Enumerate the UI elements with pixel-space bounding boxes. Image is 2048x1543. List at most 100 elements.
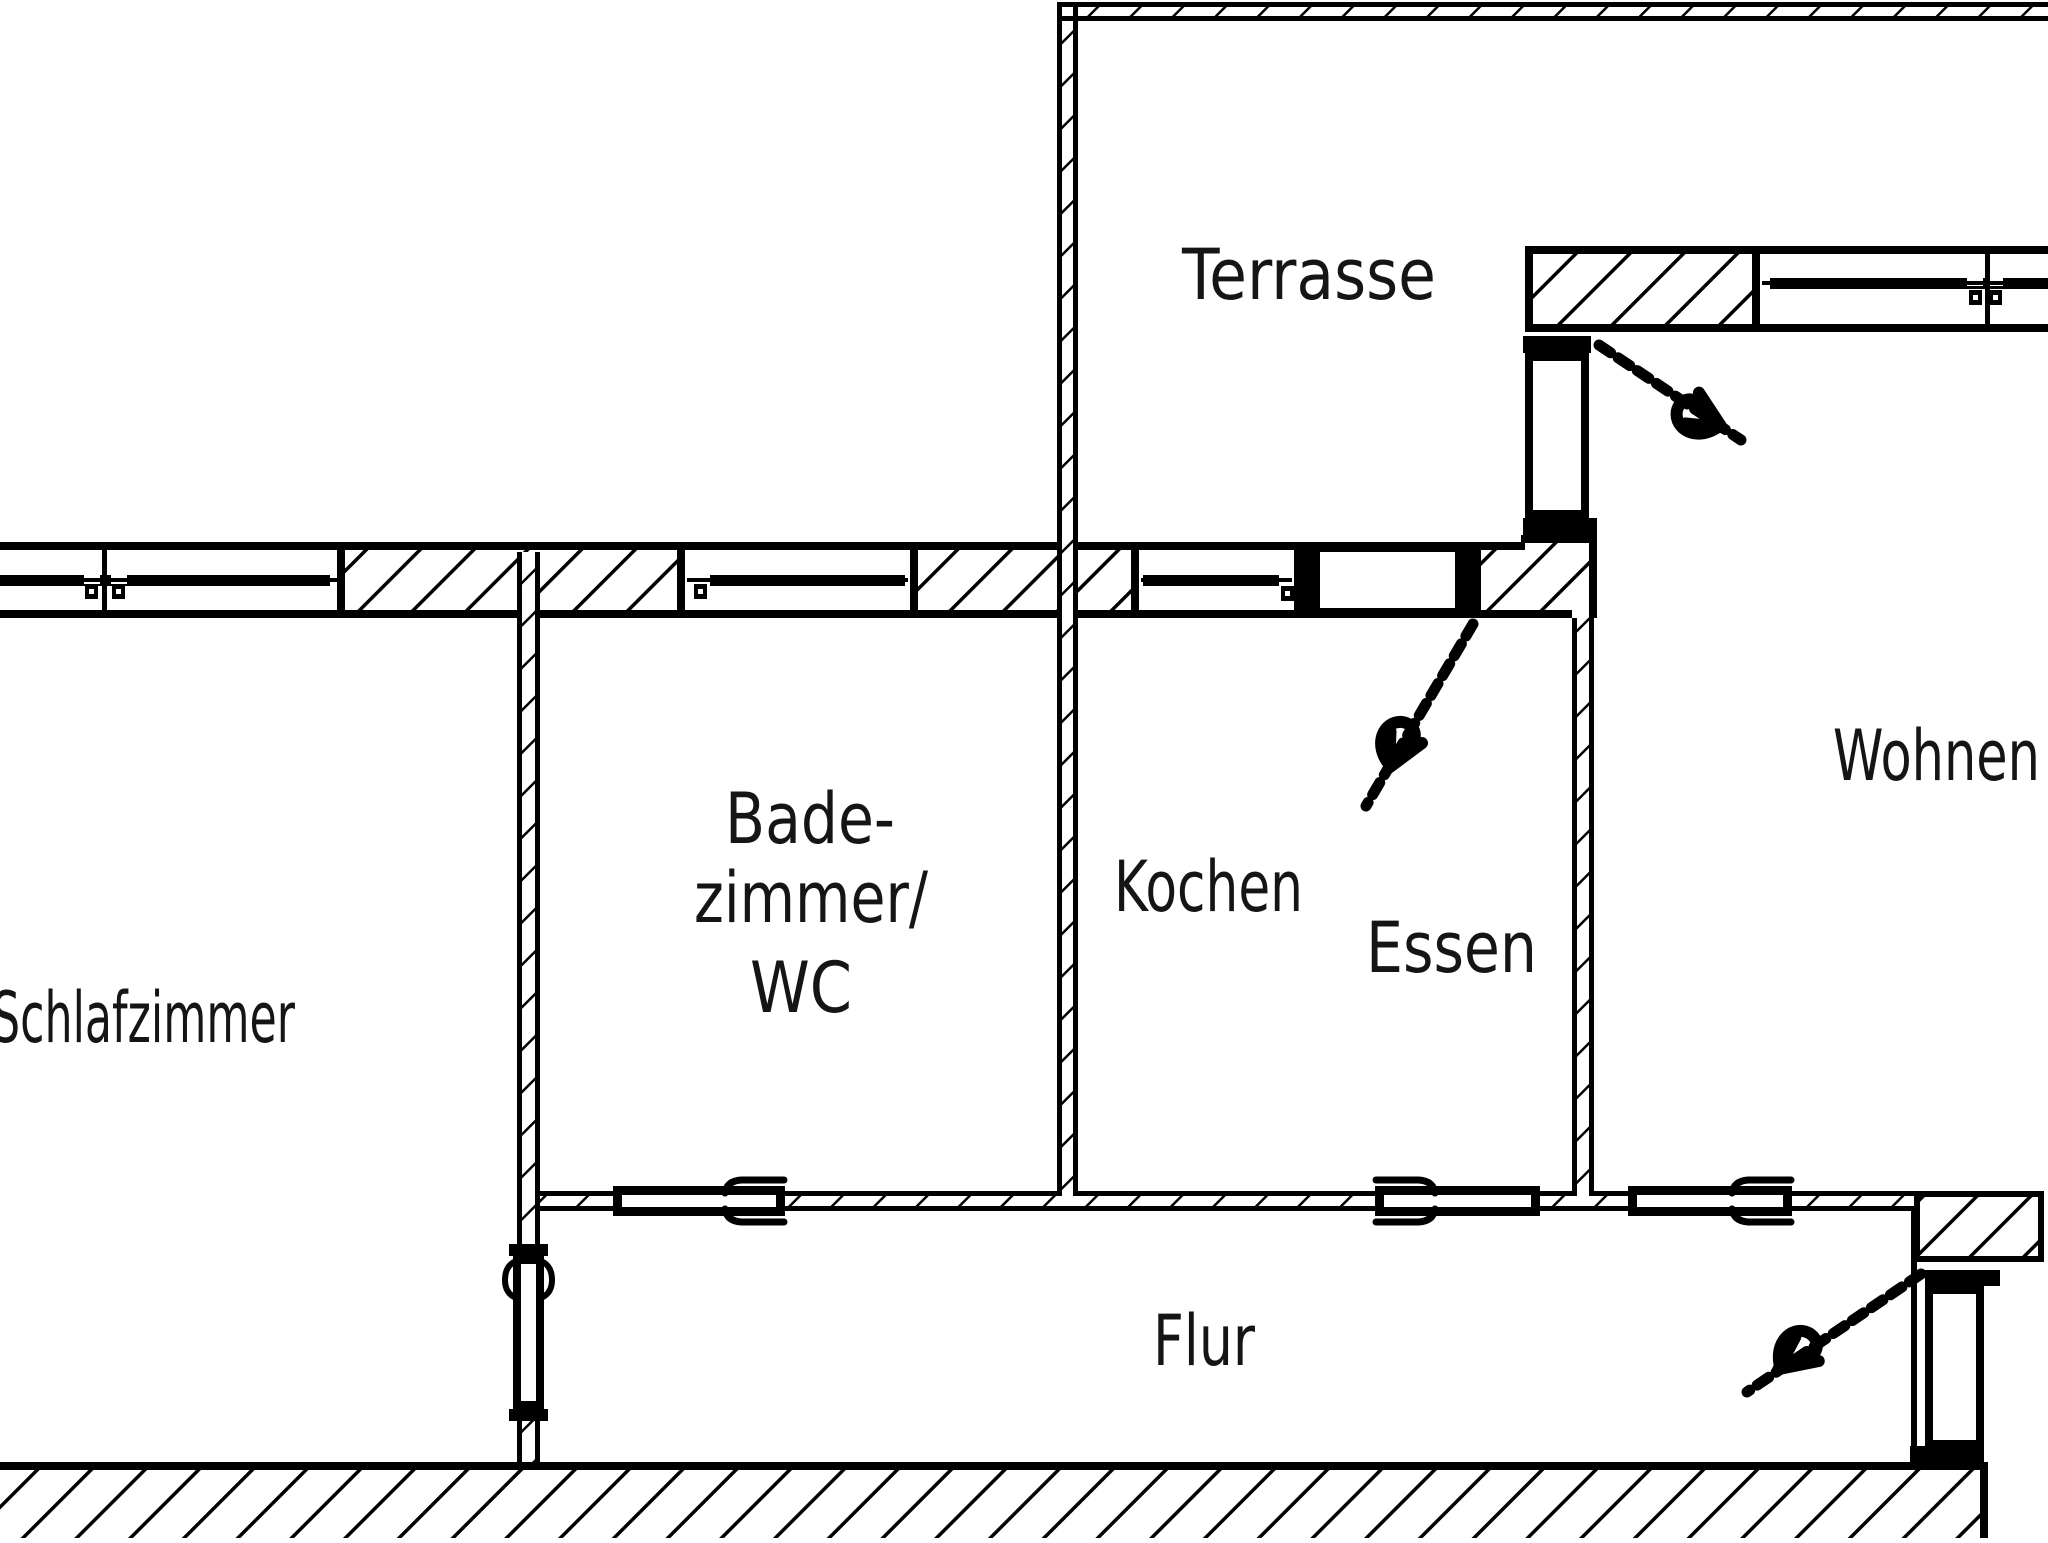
window-handle-core xyxy=(1973,295,1978,300)
wall-border-corner-right xyxy=(1589,535,1597,618)
wall-edge xyxy=(1057,2,2048,7)
door-swing-arrowhead xyxy=(1670,386,1728,440)
wall-edge xyxy=(1572,618,1577,1196)
door-leaf-bad xyxy=(613,1186,785,1216)
wall-edge xyxy=(1589,618,1594,1196)
wall-edge xyxy=(535,1420,540,1462)
door-post xyxy=(1302,542,1312,618)
window-frame xyxy=(677,610,918,618)
wall-border-south-top xyxy=(0,1462,1988,1470)
door-leaf-kochen xyxy=(1375,1186,1540,1216)
window-frame xyxy=(677,542,918,550)
door-leaf-schlafzimmer xyxy=(513,1256,544,1409)
wall-edge xyxy=(1057,2,1062,1196)
door-cap xyxy=(509,1244,548,1256)
wall-edge xyxy=(1073,2,1078,1196)
wall-edge xyxy=(1078,1191,1375,1196)
wall-edge xyxy=(1540,1191,1572,1196)
wall-thin-schlaf-flur-b xyxy=(517,1420,540,1462)
wall-edge xyxy=(1792,1206,1914,1211)
door-swing-hook xyxy=(1728,1205,1795,1226)
wall-hatch-wohnen-north xyxy=(1525,246,1752,332)
window-post xyxy=(910,542,918,618)
door-post xyxy=(1463,542,1481,618)
window-glass-thin xyxy=(687,578,908,582)
window-frame xyxy=(1752,246,2048,254)
window-handle-core xyxy=(1285,591,1290,596)
wall-hatch-entry-block xyxy=(1914,1191,2044,1262)
window-post xyxy=(1131,542,1139,618)
wall-border-wohnen-left xyxy=(1525,246,1533,332)
window-frame xyxy=(1131,542,1302,550)
room-label-kochen: Kochen xyxy=(1114,846,1303,928)
wall-edge xyxy=(535,552,540,1244)
wall-border-south-right xyxy=(1980,1462,1988,1538)
wall-border-entry-right xyxy=(2038,1191,2044,1262)
wall-edge xyxy=(785,1191,1057,1196)
room-label-terrasse: Terrasse xyxy=(1181,234,1436,316)
door-leaf-kochen-terrasse xyxy=(1312,544,1463,616)
wall-thin-essen-wohnen xyxy=(1572,610,1594,1206)
wall-edge xyxy=(540,1206,613,1211)
wall-edge xyxy=(1540,1206,1628,1211)
wall-hatch-north-1 xyxy=(345,542,677,618)
window-handle-core xyxy=(1993,295,1998,300)
window-post xyxy=(1752,246,1760,332)
door-cap xyxy=(1523,336,1591,353)
window-frame xyxy=(1752,324,2048,332)
window-glass-thin xyxy=(1141,578,1292,582)
room-label-wohnen: Wohnen xyxy=(1833,715,2040,797)
wall-border-corner-top xyxy=(1521,535,1597,543)
room-label-badezimmer-2: zimmer/ xyxy=(694,857,928,939)
wall-edge xyxy=(517,1420,522,1462)
wall-edge xyxy=(1594,1191,1628,1196)
door-swing-hook xyxy=(540,1259,556,1300)
door-cap xyxy=(1910,1446,1984,1464)
room-label-schlafzimmer: Schlafzimmer xyxy=(0,977,295,1059)
window-post xyxy=(677,542,685,618)
door-swing-arrowhead xyxy=(1772,1324,1825,1376)
door-swing-hook xyxy=(721,1205,788,1226)
window-frame xyxy=(1131,610,1302,618)
window-glass-thin xyxy=(1762,281,2048,285)
wall-thin-schlaf-bad xyxy=(517,552,540,1244)
door-swing-hook xyxy=(721,1176,788,1197)
room-label-flur: Flur xyxy=(1153,1300,1255,1382)
wall-hatch-north-2 xyxy=(918,542,1131,618)
wall-edge xyxy=(785,1206,1375,1211)
door-cap xyxy=(509,1409,548,1421)
window-post xyxy=(1294,542,1302,618)
door-cap xyxy=(1523,518,1597,537)
wall-hatch-corner-block xyxy=(1525,535,1597,618)
window-mullion xyxy=(102,550,107,610)
wall-edge xyxy=(1792,1191,1914,1196)
room-label-badezimmer-1: Bade- xyxy=(725,778,895,860)
window-handle-core xyxy=(89,589,94,594)
door-swing-hook xyxy=(1372,1176,1439,1197)
window-handle-core xyxy=(698,589,703,594)
door-leaf-wohnen-terrasse xyxy=(1525,353,1589,518)
door-swing-hook xyxy=(1372,1205,1439,1226)
door-swing-arrowhead xyxy=(1375,715,1429,774)
room-label-essen: Essen xyxy=(1366,907,1537,989)
wall-edge xyxy=(1057,16,2048,21)
wall-border-entry-top xyxy=(1914,1191,2044,1197)
window-frame xyxy=(0,542,345,550)
window-frame xyxy=(0,610,345,618)
window-mullion xyxy=(1985,254,1990,324)
door-swing-hook xyxy=(501,1259,517,1300)
door-leaf-entrance xyxy=(1925,1286,1984,1448)
door-jamb-line xyxy=(1911,1211,1917,1462)
door-swing-line xyxy=(1360,618,1479,812)
window-handle-core xyxy=(116,589,121,594)
wall-edge xyxy=(540,1191,613,1196)
door-leaf-wohnen xyxy=(1628,1186,1792,1216)
room-label-badezimmer-3: WC xyxy=(750,947,852,1029)
window-glass-thin xyxy=(0,578,345,582)
door-swing-hook xyxy=(1728,1176,1795,1197)
wall-hatch-south xyxy=(0,1462,1988,1543)
wall-border-north-top xyxy=(0,542,1057,550)
